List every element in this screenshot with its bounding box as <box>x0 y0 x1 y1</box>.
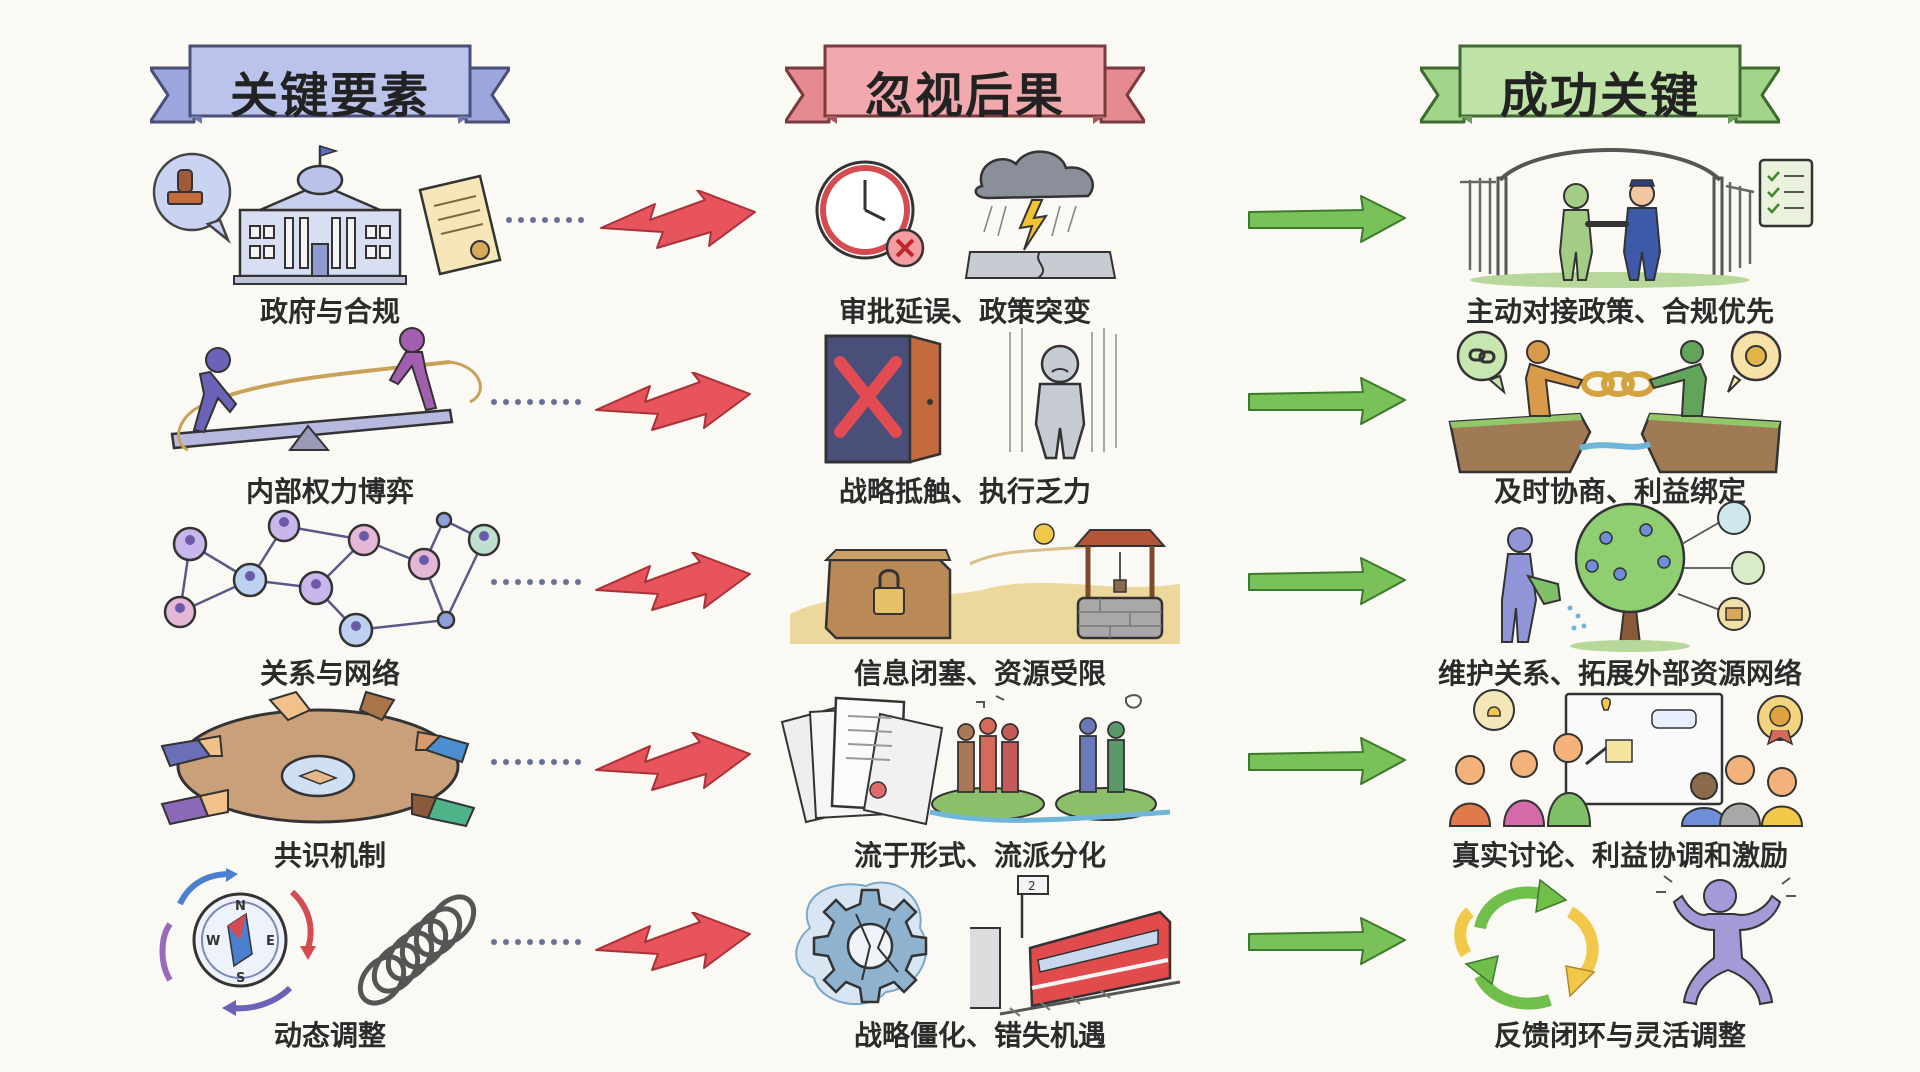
row-3-arrow <box>1248 557 1406 605</box>
success-label: 反馈闭环与灵活调整 <box>1493 1019 1746 1052</box>
success-label: 真实讨论、利益协调和激励 <box>1451 839 1788 872</box>
tug-of-war-seesaw-icon <box>170 327 482 452</box>
compass-spring-icon: N S W E <box>159 868 477 1016</box>
row-2-consequence: 战略抵触、执行乏力 <box>770 322 1160 512</box>
row-5-consequence: 2 战略僵化、错失机遇 <box>770 868 1190 1058</box>
paper-stack-split-groups-icon <box>780 694 1171 826</box>
consequence-label: 信息闭塞、资源受限 <box>853 657 1106 690</box>
element-label: 内部权力博弈 <box>245 475 414 508</box>
svg-text:N: N <box>235 899 246 914</box>
element-label: 政府与合规 <box>259 295 400 328</box>
row-4-connector <box>491 732 751 791</box>
banner-key-elements: 关键要素 <box>150 38 510 134</box>
government-building-icon <box>152 144 502 285</box>
row-1-consequence: 审批延误、政策突变 <box>770 140 1160 330</box>
locked-box-desert-well-icon <box>790 523 1180 644</box>
row-5-success: 反馈闭环与灵活调整 <box>1420 868 1820 1058</box>
svg-text:S: S <box>236 971 245 986</box>
row-4-arrow <box>1248 737 1406 785</box>
blocked-door-tired-person-icon <box>824 328 1117 464</box>
svg-text:W: W <box>206 934 220 949</box>
bridge-chain-handshake-icon <box>1448 330 1782 474</box>
row-2-success: 及时协商、利益绑定 <box>1420 322 1820 512</box>
row-3-success: 维护关系、拓展外部资源网络 <box>1420 501 1820 694</box>
consequence-label: 战略抵触、执行乏力 <box>838 475 1091 508</box>
row-1-success: 主动对接政策、合规优先 <box>1420 140 1820 330</box>
frozen-gear-missed-train-icon: 2 <box>795 875 1181 1017</box>
team-discussion-board-icon <box>1448 689 1804 827</box>
element-label: 动态调整 <box>273 1019 386 1052</box>
success-label: 维护关系、拓展外部资源网络 <box>1437 657 1802 690</box>
consequence-label: 战略僵化、错失机遇 <box>853 1019 1106 1052</box>
success-label: 主动对接政策、合规优先 <box>1465 295 1774 328</box>
row-1-element: 政府与合规 <box>150 140 510 330</box>
banner-success-keys: 成功关键 <box>1420 38 1780 134</box>
success-label: 及时协商、利益绑定 <box>1493 475 1746 508</box>
row-5-connector <box>491 912 751 971</box>
row-4-consequence: 流于形式、流派分化 <box>770 686 1190 876</box>
people-network-icon <box>163 509 501 648</box>
feedback-loop-flexible-person-icon <box>1454 875 1796 1010</box>
column-title-key-elements: 关键要素 <box>229 68 430 124</box>
open-gate-handshake-icon <box>1460 148 1814 288</box>
row-5-element: N S W E 动态调整 <box>150 868 510 1058</box>
row-2-connector <box>491 372 751 431</box>
row-2-arrow <box>1248 377 1406 425</box>
round-table-hands-icon <box>160 690 476 828</box>
row-5-arrow <box>1248 917 1406 965</box>
element-label: 共识机制 <box>273 839 386 872</box>
consequence-label: 审批延误、政策突变 <box>838 295 1091 328</box>
row-3-element: 关系与网络 <box>150 504 510 694</box>
svg-text:2: 2 <box>1028 879 1036 893</box>
element-label: 关系与网络 <box>259 657 400 690</box>
row-1-arrow <box>1248 195 1406 243</box>
row-4-element: 共识机制 <box>150 686 510 876</box>
watering-tree-icon <box>1501 501 1765 652</box>
column-title-consequences: 忽视后果 <box>864 68 1065 124</box>
row-3-connector <box>491 552 751 611</box>
banner-consequences: 忽视后果 <box>785 38 1145 134</box>
consequence-label: 流于形式、流派分化 <box>853 839 1106 872</box>
row-2-element: 内部权力博弈 <box>150 322 510 512</box>
clock-storm-icon <box>815 150 1117 279</box>
svg-text:E: E <box>266 934 275 949</box>
row-4-success: 真实讨论、利益协调和激励 <box>1420 686 1820 876</box>
row-3-consequence: 信息闭塞、资源受限 <box>770 504 1190 694</box>
column-title-success-keys: 成功关键 <box>1499 68 1700 124</box>
row-1-connector <box>506 190 756 249</box>
